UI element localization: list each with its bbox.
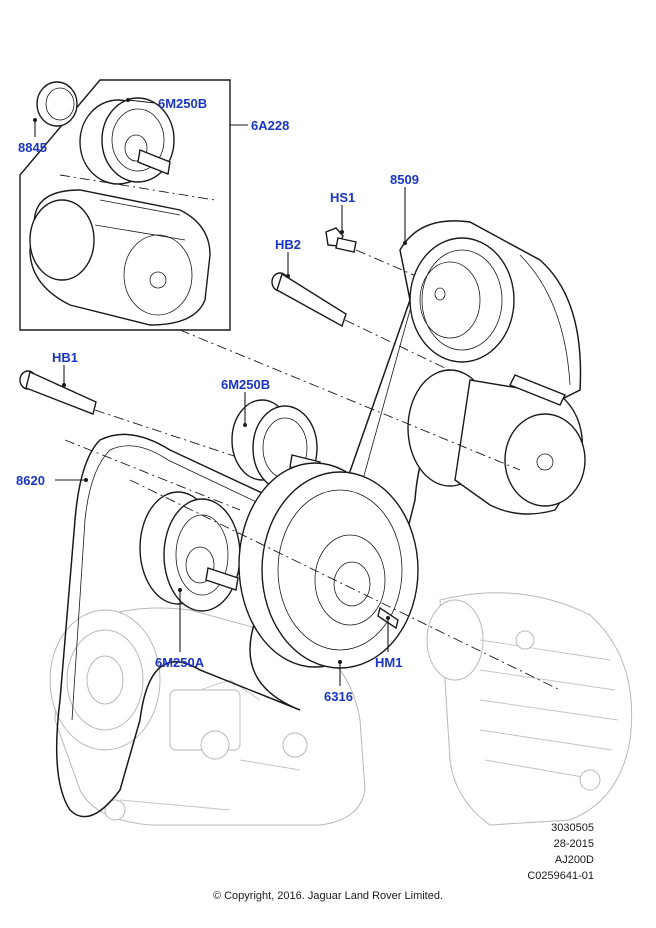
callout-8845[interactable]: 8845	[18, 140, 47, 155]
callout-6m250b-inset[interactable]: 6M250B	[158, 96, 207, 111]
callout-8620[interactable]: 8620	[16, 473, 45, 488]
callout-hs1[interactable]: HS1	[330, 190, 355, 205]
ac-compressor-ghost	[49, 607, 366, 826]
idler-pulley-6m250a	[139, 491, 241, 612]
tensioner-assembly	[407, 369, 586, 515]
callout-6a228[interactable]: 6A228	[251, 118, 289, 133]
callout-8509[interactable]: 8509	[390, 172, 419, 187]
alternator-ghost	[426, 592, 633, 826]
bolt-hb1	[19, 370, 97, 415]
bolt-hb2	[271, 272, 347, 328]
tensioner-detail-inset	[19, 79, 231, 331]
reference-engine: AJ200D	[554, 854, 594, 866]
callout-hm1[interactable]: HM1	[375, 655, 402, 670]
leader-lines	[33, 98, 407, 686]
crankshaft-damper-6316	[238, 462, 419, 669]
callout-6m250a[interactable]: 6M250A	[155, 655, 205, 670]
callout-hb2[interactable]: HB2	[275, 237, 301, 252]
reference-code: C0259641-01	[527, 870, 594, 882]
water-pump-pulley	[409, 237, 515, 363]
callout-6316[interactable]: 6316	[324, 689, 353, 704]
reference-number: 3030505	[551, 822, 594, 834]
callout-6m250b[interactable]: 6M250B	[221, 377, 270, 392]
bolt-hs1	[325, 227, 357, 253]
reference-date: 28-2015	[553, 838, 594, 850]
copyright-notice: © Copyright, 2016. Jaguar Land Rover Lim…	[212, 890, 444, 902]
callout-hb1[interactable]: HB1	[52, 350, 78, 365]
